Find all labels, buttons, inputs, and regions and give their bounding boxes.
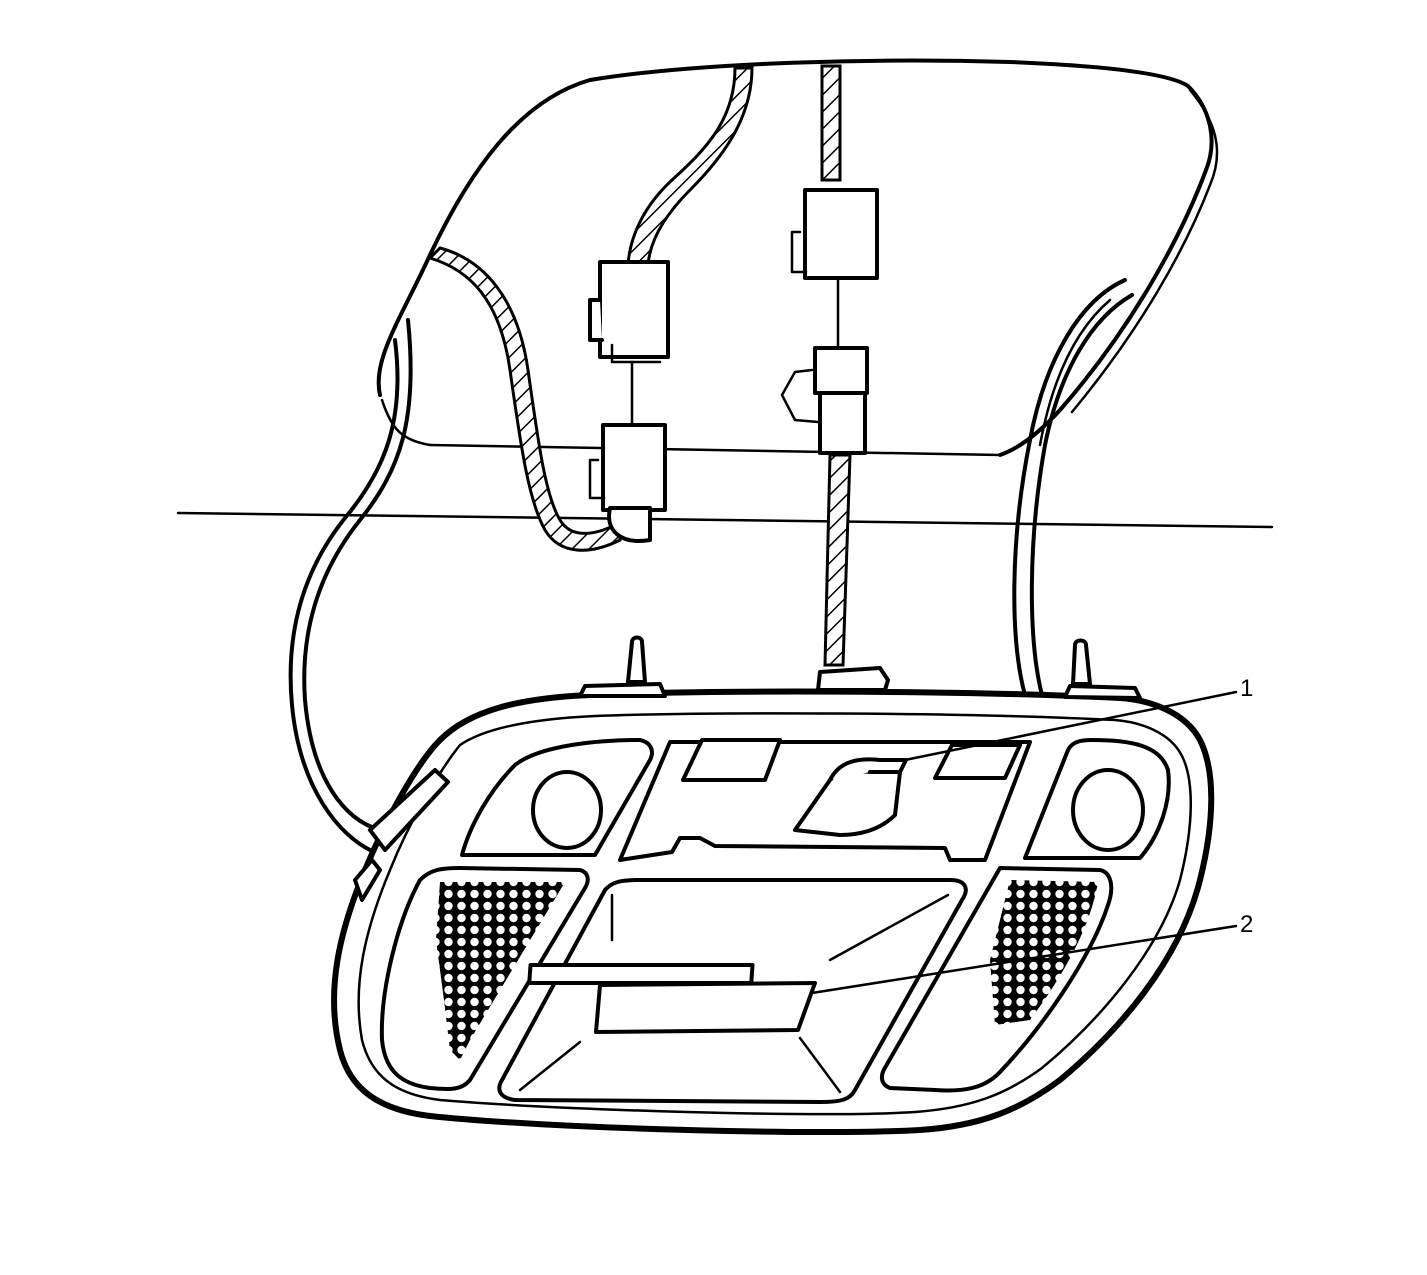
center-lower-connector (780, 346, 869, 455)
left-lower-connector (588, 423, 667, 543)
callout-2-leader (810, 924, 1238, 995)
headliner-line (176, 511, 1274, 529)
console-housing (331, 635, 1215, 1136)
callout-1-label: 1 (1240, 675, 1253, 702)
callout-leaders (810, 690, 1238, 995)
center-upper-connector (790, 188, 879, 350)
roof-panel (376, 58, 1219, 457)
left-upper-connector (588, 260, 670, 427)
right-harness (1012, 278, 1134, 697)
left-harness (288, 318, 413, 852)
callout-2-label: 2 (1240, 911, 1253, 938)
callout-1-leader (903, 690, 1238, 762)
